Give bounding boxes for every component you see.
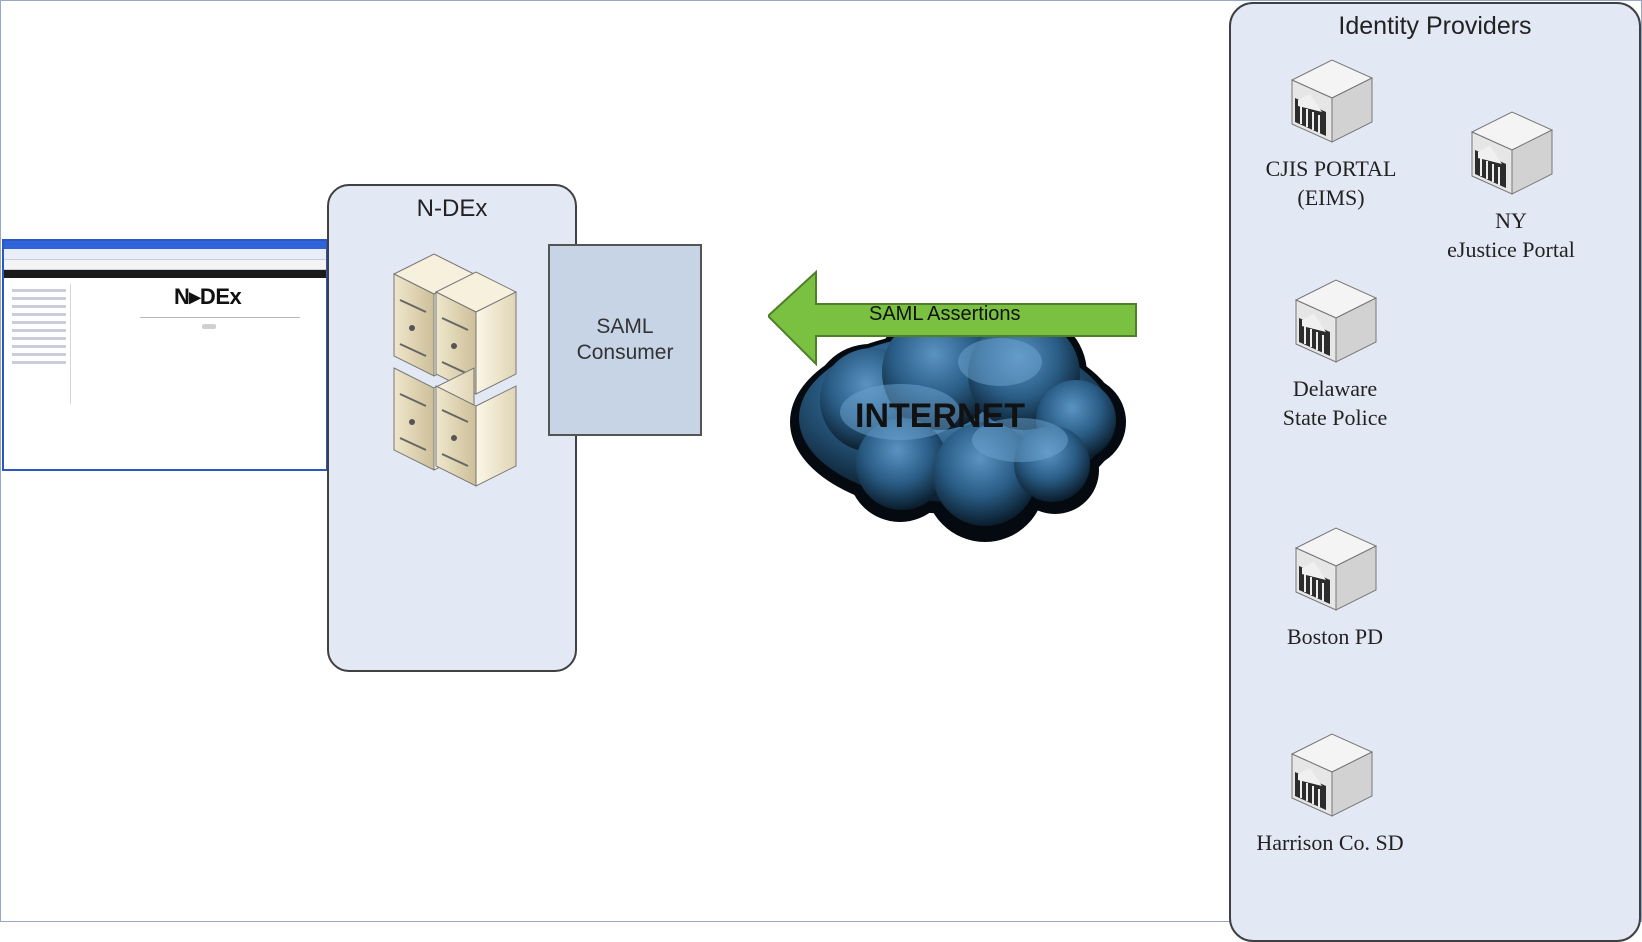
saml-consumer-box: SAML Consumer: [548, 244, 702, 436]
browser-address-bar: [4, 260, 326, 270]
idp-label-ny: NY eJustice Portal: [1447, 208, 1575, 262]
server-cluster-icon: [392, 253, 518, 487]
idp-label-boston: Boston PD: [1287, 624, 1383, 649]
cjis-portal-building-icon: [1286, 56, 1376, 146]
internet-cloud-icon: [790, 308, 1126, 542]
saml-consumer-label-line1: SAML: [596, 315, 654, 338]
delaware-state-police-building-icon: [1290, 276, 1380, 366]
internet-label: INTERNET: [855, 397, 1025, 435]
browser-search-bar: [140, 314, 300, 318]
ny-ejustice-building-icon: [1466, 108, 1556, 198]
idp-label-harrison: Harrison Co. SD: [1256, 830, 1404, 855]
saml-consumer-label-line2: Consumer: [576, 341, 674, 364]
server-unit-icon: [435, 385, 517, 487]
browser-left-column: [8, 284, 71, 404]
boston-pd-building-icon: [1290, 524, 1380, 614]
ndex-logo: N▸DEx: [174, 284, 242, 309]
browser-nav-bar: [4, 270, 326, 278]
saml-assertions-label: SAML Assertions: [869, 303, 1021, 325]
ndex-title: N-DEx: [416, 195, 488, 222]
harrison-co-sd-building-icon: [1286, 730, 1376, 820]
browser-screenshot: N▸DEx: [2, 239, 328, 471]
browser-content: N▸DEx: [4, 278, 326, 468]
server-unit-icon: [434, 271, 518, 395]
identity-providers-title: Identity Providers: [1338, 12, 1532, 40]
browser-titlebar: [4, 241, 326, 249]
idp-label-delaware: Delaware State Police: [1282, 376, 1388, 430]
idp-label-cjis: CJIS PORTAL (EIMS): [1265, 156, 1397, 210]
browser-search-button: [202, 324, 216, 329]
saml-assertions-arrow-icon: [768, 270, 1137, 367]
browser-toolbar: [4, 249, 326, 260]
